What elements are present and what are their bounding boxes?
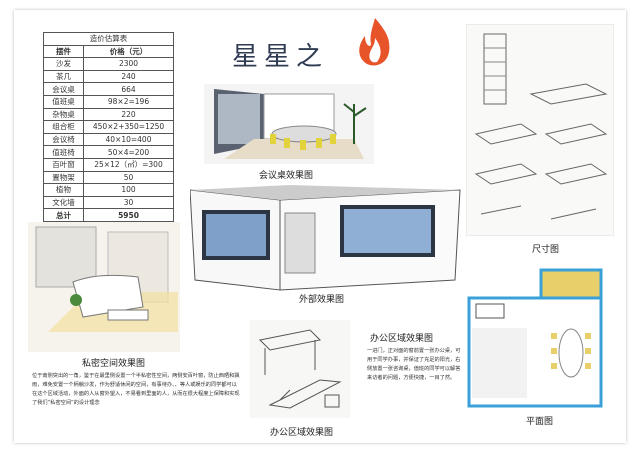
cost-price: 450×2+350=1250 — [83, 120, 174, 134]
cost-item: 植物 — [43, 183, 84, 197]
cost-item: 茶几 — [43, 69, 84, 84]
cost-item: 沙发 — [43, 57, 84, 71]
total-value: 5950 — [83, 208, 174, 222]
page-title: 星星之 — [232, 42, 329, 72]
cost-item: 值班椅 — [43, 145, 84, 159]
caption-meeting: 会议桌效果图 — [259, 171, 314, 181]
cost-price: 220 — [83, 107, 174, 122]
flame-icon — [359, 18, 390, 66]
cost-item: 组合柜 — [43, 120, 84, 134]
office-description: 一进门，正对面的窗前置一张办公桌，可用于同学办事，并保证了充足的阳光，右侧放置一… — [367, 348, 461, 381]
cost-price: 2300 — [83, 57, 174, 71]
cost-price: 100 — [83, 183, 174, 197]
cost-item: 会议桌 — [43, 82, 84, 96]
cost-price: 40×10=400 — [83, 132, 174, 147]
cost-price: 50 — [83, 170, 174, 185]
header-price: 价格（元） — [83, 44, 174, 59]
cost-price: 664 — [83, 82, 174, 96]
caption-private: 私密空间效果图 — [82, 359, 146, 369]
meeting-room-render — [204, 84, 374, 164]
header-item: 摆件 — [43, 44, 84, 59]
cost-price: 50×4=200 — [83, 145, 174, 159]
private-space-render — [28, 222, 180, 352]
office-sketch — [250, 320, 350, 418]
total-label: 总计 — [43, 208, 84, 222]
cost-item: 值班桌 — [43, 94, 84, 109]
cost-item: 会议椅 — [43, 132, 84, 147]
cost-item: 置物架 — [43, 170, 84, 185]
cost-price: 30 — [83, 195, 174, 210]
cost-price: 98×2=196 — [83, 94, 174, 109]
dimension-sketches — [466, 24, 614, 236]
floor-plan — [467, 268, 603, 408]
cost-price: 25×12（㎡）=300 — [83, 157, 174, 172]
cost-table-caption: 造价估算表 — [43, 32, 174, 46]
exterior-render — [190, 185, 461, 291]
caption-office-left: 办公区域效果图 — [270, 428, 334, 438]
caption-office-right: 办公区域效果图 — [370, 334, 434, 344]
cost-item: 百叶窗 — [43, 157, 84, 172]
private-description: 位于南侧突出的一角，鉴于在最里侧设置一个半私密性空间，两侧安百叶窗，防止西晒和飘… — [32, 373, 240, 406]
caption-plan: 平面图 — [526, 417, 554, 427]
caption-dimensions: 尺寸图 — [532, 245, 560, 255]
cost-item: 文化墙 — [43, 195, 84, 210]
caption-exterior: 外部效果图 — [299, 295, 345, 305]
cost-price: 240 — [83, 69, 174, 84]
cost-item: 杂物桌 — [43, 107, 84, 122]
